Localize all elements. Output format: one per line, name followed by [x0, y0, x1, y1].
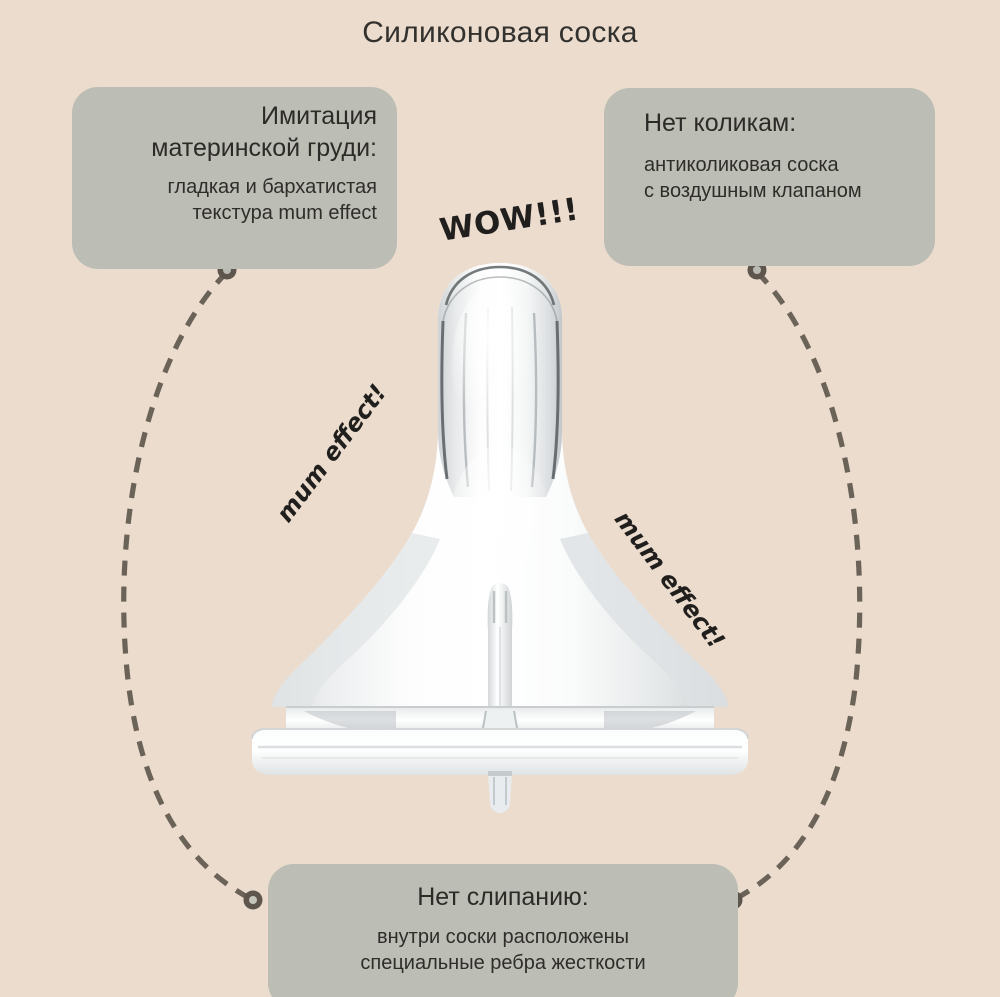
callout-imitation-breast: Имитация материнской груди: гладкая и ба… [72, 87, 397, 269]
callout-no-sticking: Нет слипанию: внутри соски расположены с… [268, 864, 738, 997]
callout-subtext: внутри соски расположены специальные реб… [360, 925, 646, 975]
wow-annotation: WOW!!! [437, 191, 582, 249]
callout-no-colic: Нет коликам: антиколиковая соска с возду… [604, 88, 935, 266]
callout-headline: Нет коликам: [644, 109, 797, 137]
callout-headline: Нет слипанию: [417, 883, 589, 911]
callout-subtext: антиколиковая соска с воздушным клапаном [644, 153, 862, 203]
page-title: Силиконовая соска [362, 16, 638, 49]
connector-dot-bottom-left [243, 890, 263, 910]
product-image-nipple [251, 263, 749, 813]
callout-headline: Имитация материнской груди: [151, 102, 377, 162]
callout-subtext: гладкая и бархатистая текстура mum effec… [167, 175, 377, 224]
